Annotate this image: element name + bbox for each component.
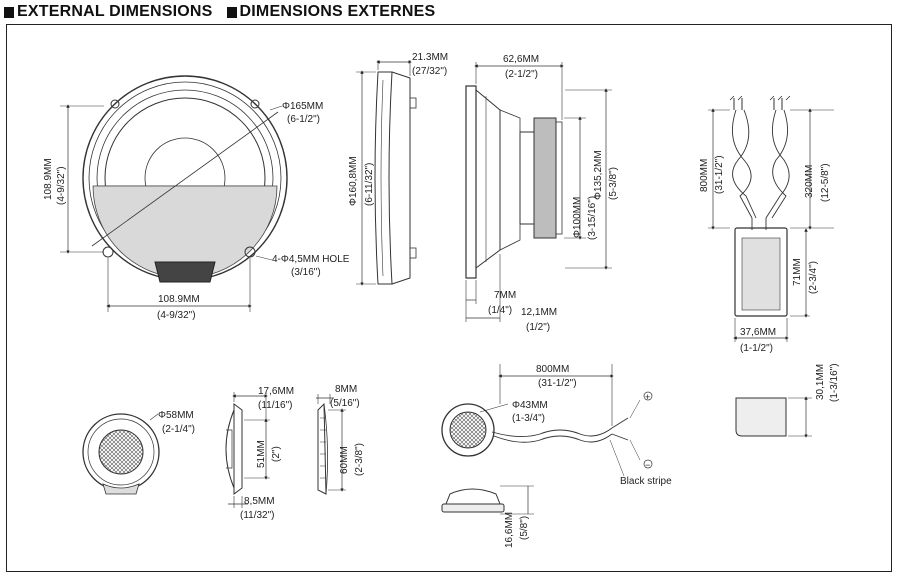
tweeter-cup-height-mm: 60MM [339, 446, 350, 474]
woofer-height-in: (4-9/32") [56, 166, 67, 205]
drawing-frame [6, 24, 892, 572]
woofer-grille-side-view [356, 60, 417, 286]
mount-mm: 12,1MM [521, 307, 557, 318]
side-diameter-in: (5-3/8") [608, 167, 619, 200]
tweeter-mount-side-view [225, 392, 270, 508]
tweeter-diameter-mm: Φ43MM [512, 400, 548, 411]
page-header: EXTERNAL DIMENSIONS DIMENSIONS EXTERNES [4, 2, 435, 22]
flange-in: (1/4") [488, 305, 512, 316]
tweeter-cup-depth-in: (5/16") [330, 398, 360, 409]
tweeter-wire-in: (31-1/2") [538, 378, 577, 389]
crossover-thick-in: (1-3/16") [829, 363, 840, 402]
grille-diameter-mm: Φ160,8MM [348, 156, 359, 206]
tweeter-cup-height-in: (2-3/8") [354, 443, 365, 476]
side-depth-mm: 62,6MM [503, 54, 539, 65]
square-bullet-icon [226, 6, 237, 18]
crossover-wire-in: (31-1/2") [714, 155, 725, 194]
crossover-height-in: (2-3/4") [808, 261, 819, 294]
tweeter-minus-label: − [645, 460, 650, 470]
tweeter-mount-diameter-in: (2-1/4") [162, 424, 195, 435]
crossover-side-view [735, 396, 812, 438]
heading-english-text: EXTERNAL DIMENSIONS [17, 3, 213, 20]
tweeter-diameter-in: (1-3/4") [512, 413, 545, 424]
magnet-diameter-in: (3-15/16") [587, 196, 598, 240]
woofer-diameter-mm: Φ165MM [282, 101, 323, 112]
tweeter-mount-base-in: (11/32") [240, 510, 275, 521]
crossover-wire-mm: 800MM [699, 159, 710, 192]
tweeter-mount-height-in: (2") [271, 446, 282, 462]
woofer-diameter-in: (6-1/2") [287, 114, 320, 125]
woofer-width-mm: 108.9MM [158, 294, 200, 305]
heading-french: DIMENSIONS EXTERNES [226, 3, 436, 21]
tweeter-plus-label: + [645, 392, 650, 402]
side-diameter-mm: Φ135,2MM [593, 150, 604, 200]
heading-english: EXTERNAL DIMENSIONS [4, 3, 213, 21]
mount-in: (1/2") [526, 322, 550, 333]
heading-french-text: DIMENSIONS EXTERNES [239, 3, 436, 20]
tweeter-mount-height-mm: 51MM [256, 440, 267, 468]
tweeter-cup-depth-mm: 8MM [335, 384, 357, 395]
tweeter-mount-depth-in: (11/16") [258, 400, 293, 411]
grille-diameter-in: (6-11/32") [364, 163, 375, 206]
woofer-hole-mm: 4-Φ4,5MM HOLE [272, 254, 350, 265]
woofer-hole-in: (3/16") [291, 267, 321, 278]
side-depth-in: (2-1/2") [505, 69, 538, 80]
grille-depth-mm: 21.3MM [412, 52, 448, 63]
crossover-thick-mm: 30,1MM [815, 364, 826, 400]
tweeter-cup-side-view [316, 394, 346, 495]
tweeter-mount-base-mm: 8,5MM [244, 496, 275, 507]
tweeter-height-mm: 16,6MM [504, 512, 515, 548]
tweeter-wire-mm: 800MM [536, 364, 569, 375]
square-bullet-icon [4, 6, 14, 18]
crossover-height-mm: 71MM [792, 258, 803, 286]
crossover-wire2-in: (12-5/8") [820, 163, 831, 202]
tweeter-height-in: (5/8") [519, 516, 530, 540]
magnet-diameter-mm: Φ100MM [572, 197, 583, 238]
crossover-width-in: (1-1/2") [740, 343, 773, 354]
woofer-side-view [465, 62, 612, 322]
tweeter-black-stripe-label: Black stripe [620, 476, 672, 487]
crossover-drawing [708, 95, 834, 342]
woofer-front-view [60, 75, 288, 312]
tweeter-drawing [441, 364, 653, 515]
woofer-width-in: (4-9/32") [157, 310, 196, 321]
woofer-height-mm: 108.9MM [43, 158, 54, 200]
crossover-width-mm: 37,6MM [740, 327, 776, 338]
grille-depth-in: (27/32") [412, 66, 447, 77]
tweeter-mount-depth-mm: 17,6MM [258, 386, 294, 397]
tweeter-mount-front-view [82, 413, 160, 495]
crossover-wire2-mm: 320MM [804, 165, 815, 198]
flange-mm: 7MM [494, 290, 516, 301]
tweeter-mount-diameter-mm: Φ58MM [158, 410, 194, 421]
